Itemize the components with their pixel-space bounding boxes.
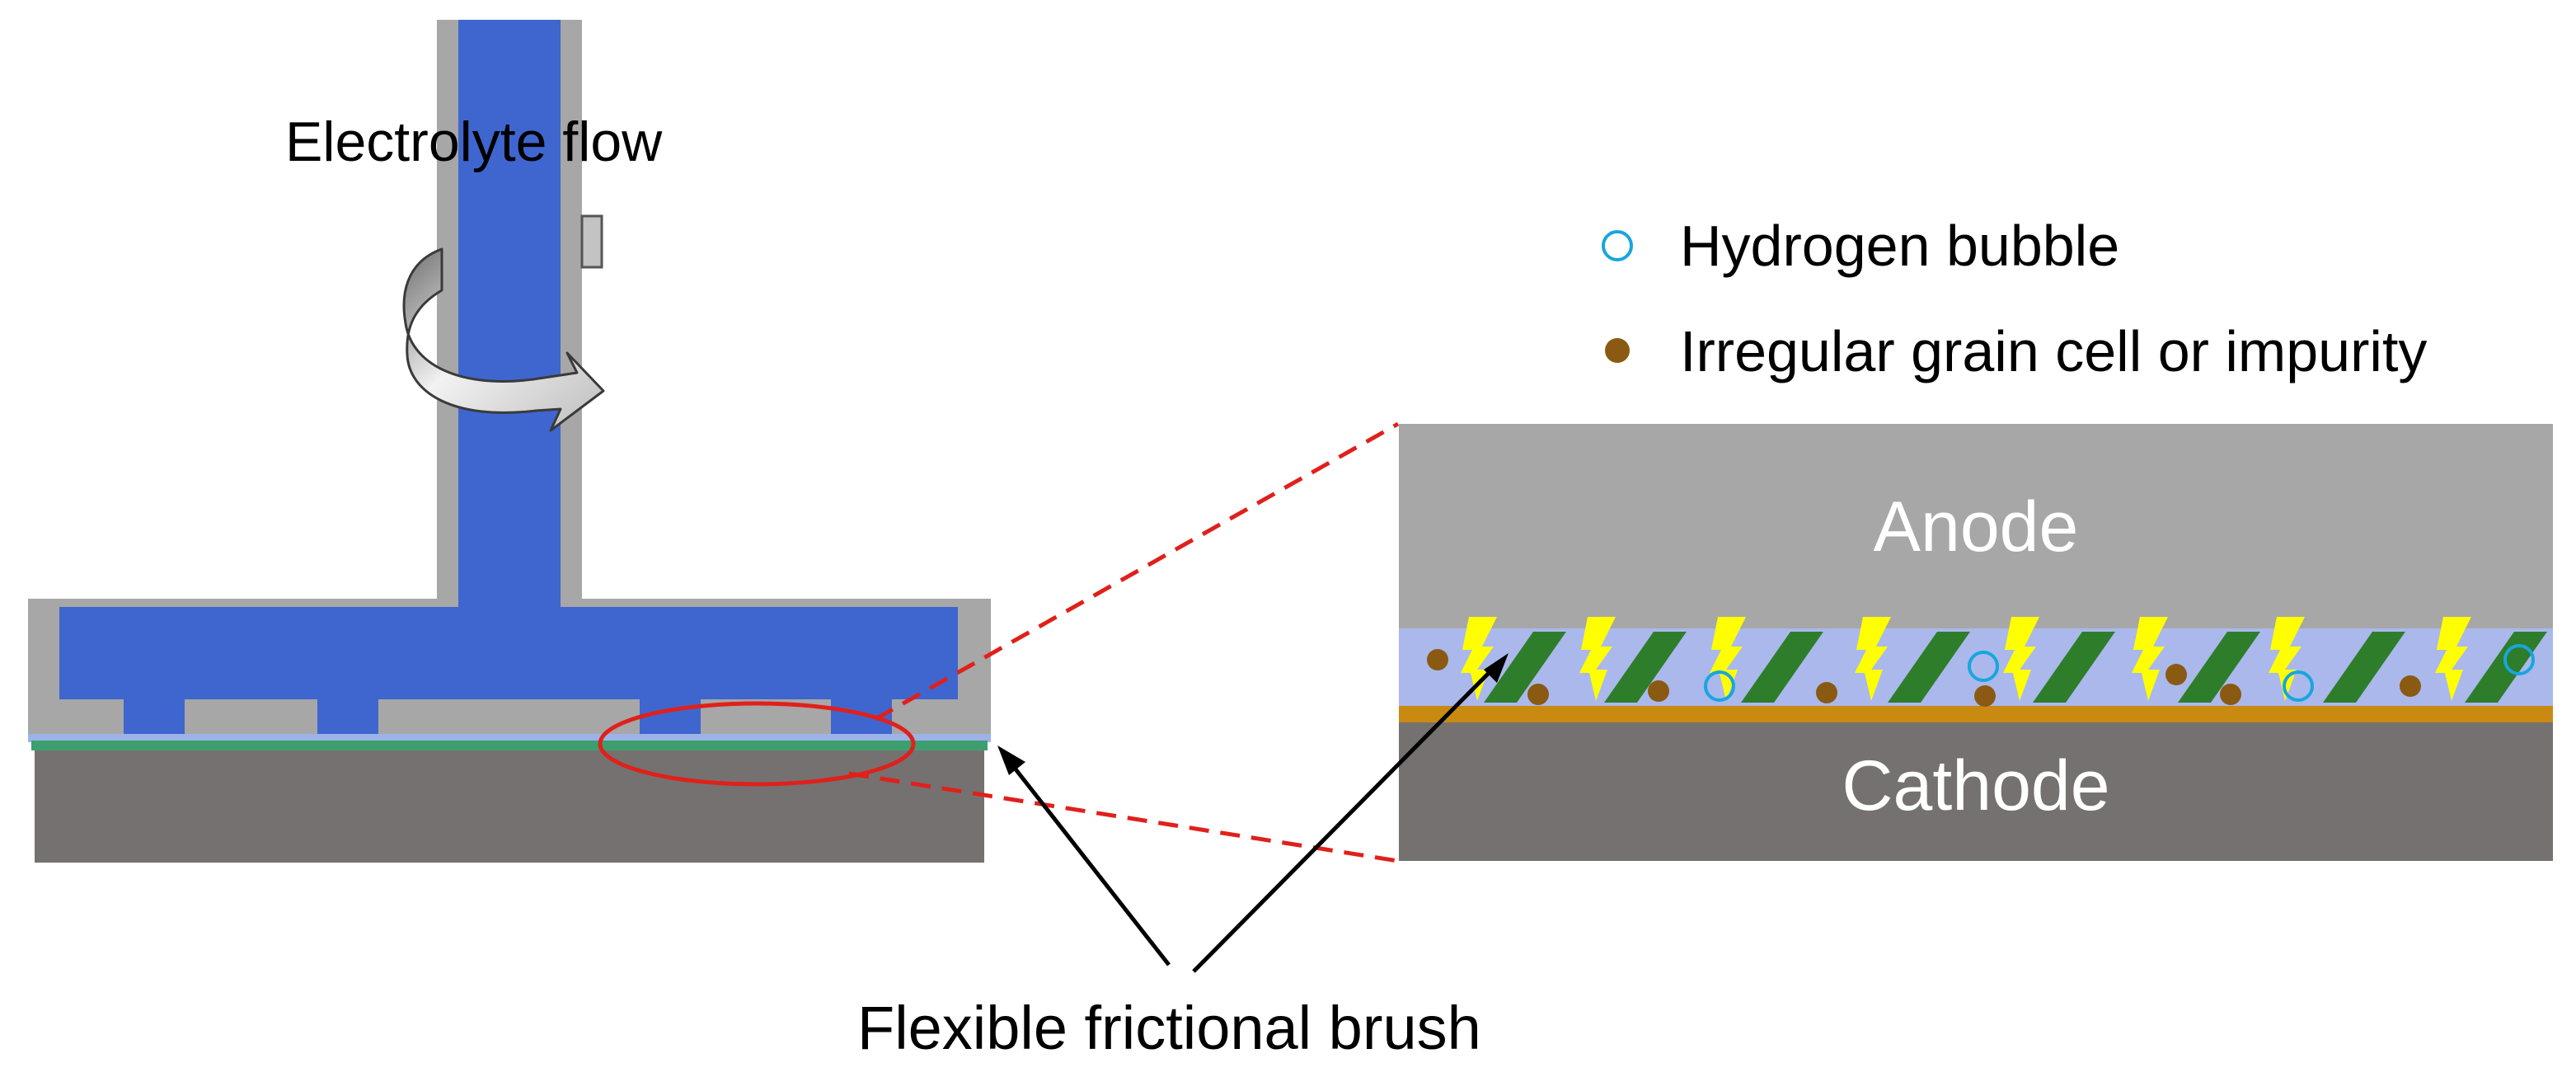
- arrowhead: [997, 745, 1025, 775]
- legend-grain-label: Irregular grain cell or impurity: [1680, 319, 2427, 383]
- curved-arrow-icon: [402, 247, 605, 432]
- hydrogen-bubble: [1968, 651, 1999, 682]
- brush-pointers: [997, 653, 1509, 973]
- grain-group: [1427, 649, 2421, 707]
- flow-label: Electrolyte flow: [285, 111, 663, 173]
- cathode-label: Cathode: [1842, 746, 2109, 825]
- deposit-layer: [1399, 706, 2553, 722]
- grain-dot: [1527, 684, 1549, 705]
- lightning-bolt-icon: [1855, 617, 1891, 701]
- tool-assembly: [28, 20, 991, 863]
- hydrogen-bubble: [1704, 670, 1735, 702]
- electrolyte-channel-main: [59, 607, 958, 699]
- pointer-arrow: [1006, 757, 1171, 966]
- lightning-bolt-icon: [2132, 617, 2168, 701]
- legend-bubble-label: Hydrogen bubble: [1680, 214, 2119, 278]
- electrolyte-film: [28, 734, 991, 742]
- hydrogen-bubble: [2503, 644, 2535, 675]
- circle-outline-icon: [1602, 230, 1633, 261]
- brush-label: Flexible frictional brush: [857, 994, 1481, 1062]
- lightning-bolt-icon: [2003, 617, 2039, 701]
- brush-bristle: [2033, 632, 2115, 703]
- spark-group: [1461, 617, 2471, 701]
- brush-bristle: [2323, 632, 2405, 703]
- grain-dot: [2220, 684, 2241, 705]
- anode-block: [1399, 424, 2553, 628]
- grain-dot: [1427, 649, 1448, 670]
- workpiece: [35, 750, 984, 863]
- lightning-bolt-icon: [1710, 617, 1746, 701]
- nozzle: [124, 698, 185, 741]
- lightning-bolt-icon: [1579, 617, 1616, 701]
- brush-bristle: [1604, 632, 1687, 703]
- brush-bristle: [1484, 632, 1566, 703]
- lightning-bolt-icon: [2435, 617, 2471, 701]
- shaft-nub: [580, 214, 603, 269]
- cathode-block: [1399, 722, 2553, 861]
- magnified-view: Anode Cathode: [1399, 424, 2553, 861]
- nozzle: [317, 698, 378, 741]
- bubble-group: [1704, 644, 2535, 702]
- highlight-ellipse: [598, 701, 916, 787]
- nozzle: [640, 698, 701, 741]
- brush-bristle: [1888, 632, 1970, 703]
- legend: Hydrogen bubble Irregular grain cell or …: [1602, 214, 2427, 383]
- grain-dot: [1816, 682, 1837, 703]
- arrowhead: [1484, 653, 1509, 683]
- brush-layer: [31, 741, 988, 750]
- electrolyte-channel-shaft: [458, 20, 561, 630]
- brush-bristle: [2178, 632, 2260, 703]
- anode-label: Anode: [1874, 487, 2079, 567]
- hydrogen-bubble: [2283, 670, 2314, 702]
- grain-dot: [2165, 664, 2187, 685]
- pointer-arrow: [1192, 665, 1497, 973]
- brush-bristle: [1741, 632, 1823, 703]
- lightning-bolt-icon: [2269, 617, 2305, 701]
- lightning-bolt-icon: [1461, 617, 1497, 701]
- grain-dot: [1648, 680, 1669, 702]
- dot-icon: [1605, 338, 1630, 363]
- grain-dot: [1974, 685, 1996, 707]
- zoom-line-top: [874, 421, 1400, 722]
- grain-dot: [2400, 675, 2421, 697]
